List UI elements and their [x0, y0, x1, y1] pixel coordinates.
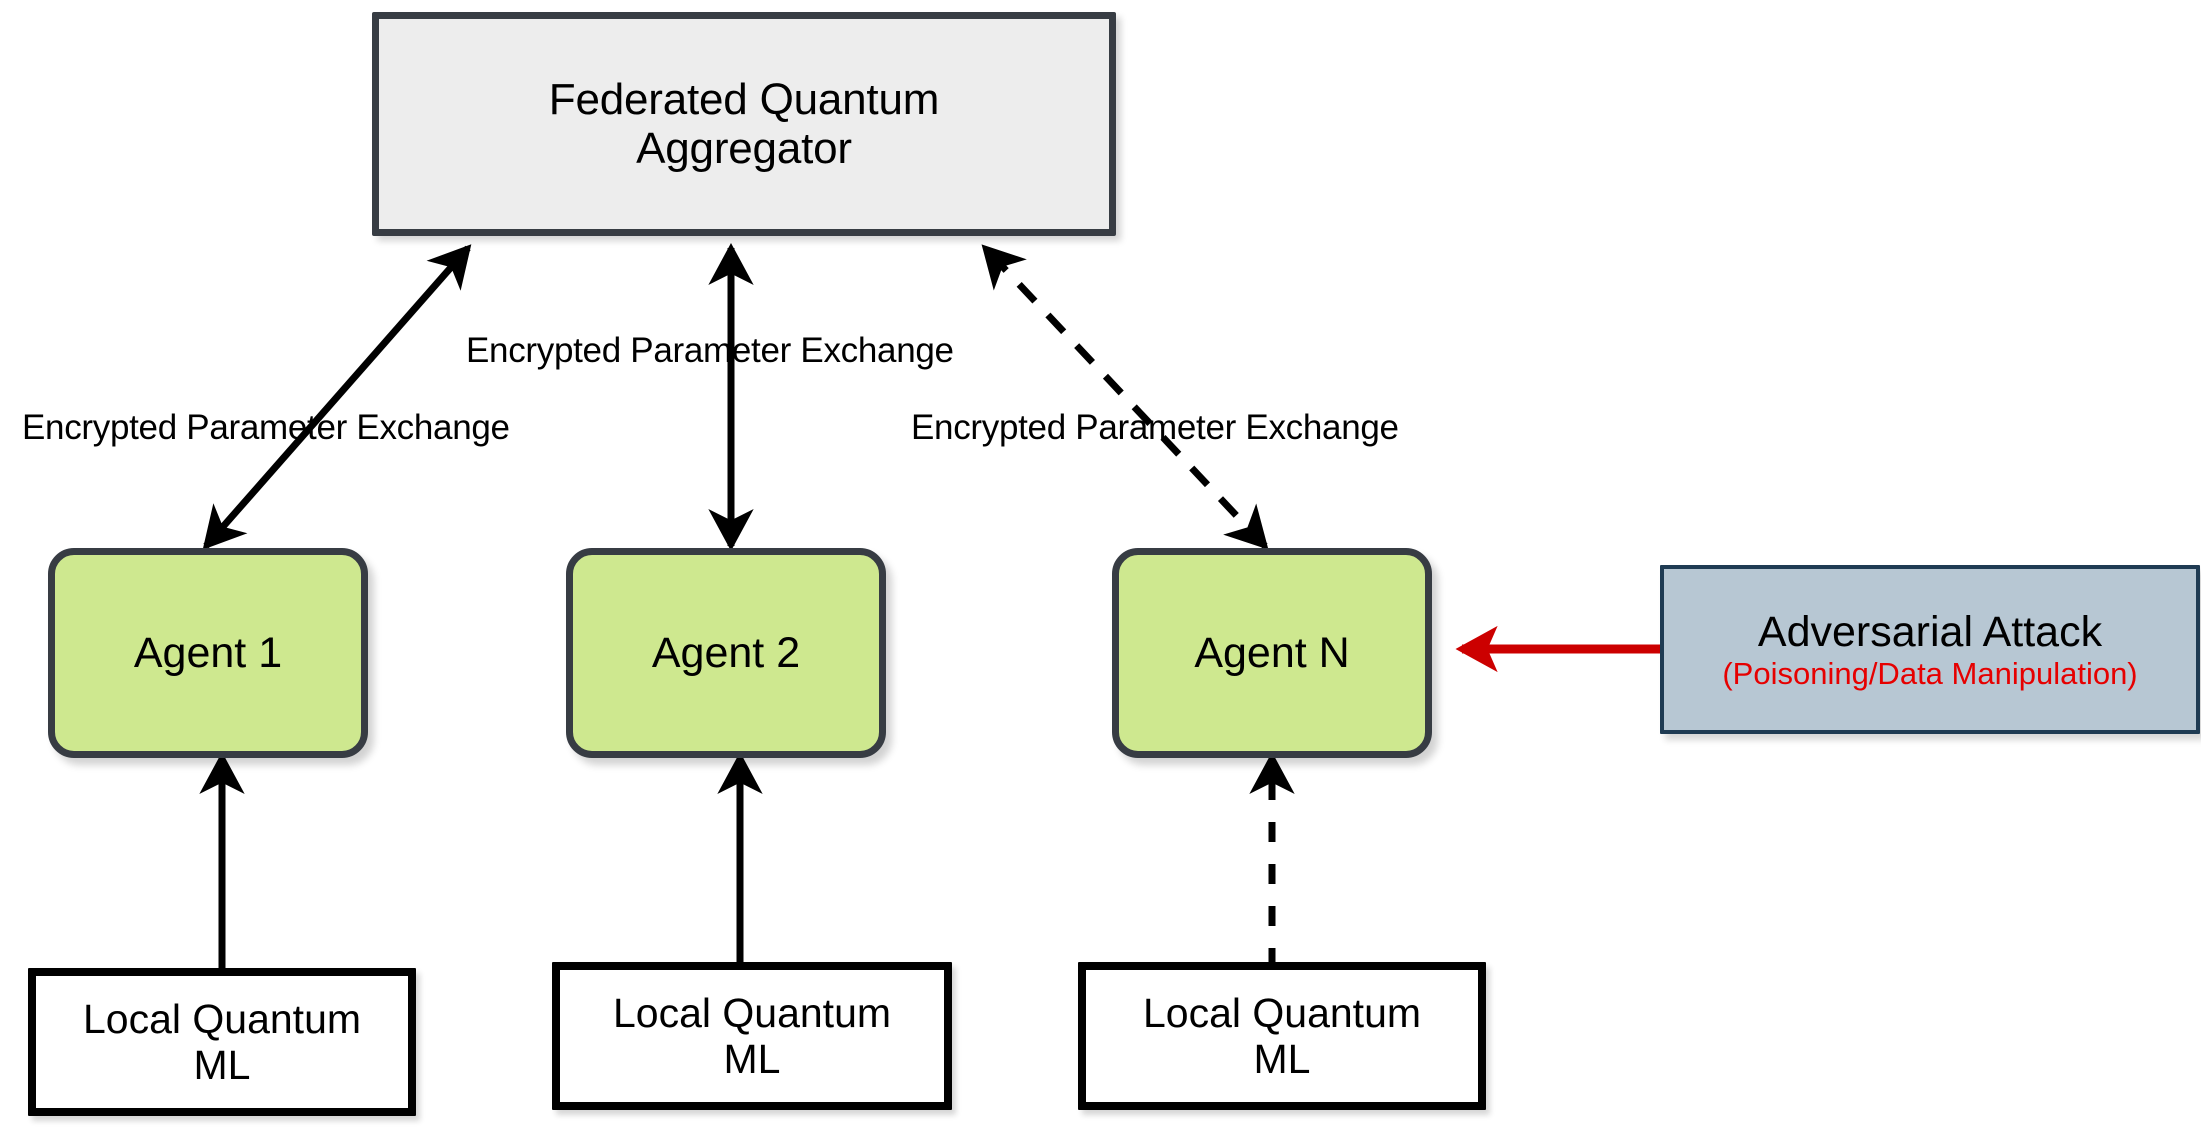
- edge-label-agentn: Encrypted Parameter Exchange: [911, 408, 1399, 447]
- qml-1-label-line1: Local Quantum: [82, 995, 362, 1042]
- node-agent-n[interactable]: Agent N: [1112, 548, 1432, 758]
- qml-3-label-line1: Local Quantum: [1142, 989, 1422, 1036]
- aggregator-label-line1: Federated Quantum: [548, 74, 940, 124]
- edge-label-agent2: Encrypted Parameter Exchange: [466, 331, 954, 370]
- qml-2-label: Local Quantum ML: [613, 990, 891, 1083]
- qml-1-label: Local Quantum ML: [83, 996, 361, 1089]
- node-agent-2[interactable]: Agent 2: [566, 548, 886, 758]
- node-local-quantum-ml-1[interactable]: Local Quantum ML: [28, 968, 416, 1116]
- agent-n-label: Agent N: [1194, 628, 1350, 677]
- edge-label-agent1: Encrypted Parameter Exchange: [22, 408, 510, 447]
- qml-3-label: Local Quantum ML: [1143, 990, 1421, 1083]
- edge-agentn-aggregator: [981, 244, 1269, 550]
- aggregator-label-line2: Aggregator: [636, 124, 852, 173]
- attack-title: Adversarial Attack: [1757, 607, 2103, 656]
- attack-subtitle: (Poisoning/Data Manipulation): [1722, 655, 2138, 691]
- agent-1-label: Agent 1: [133, 628, 283, 677]
- node-federated-quantum-aggregator[interactable]: Federated Quantum Aggregator: [372, 12, 1116, 236]
- agent-2-label: Agent 2: [651, 628, 801, 677]
- qml-1-label-line2: ML: [193, 1042, 251, 1088]
- node-agent-1[interactable]: Agent 1: [48, 548, 368, 758]
- node-local-quantum-ml-3[interactable]: Local Quantum ML: [1078, 962, 1486, 1110]
- node-adversarial-attack[interactable]: Adversarial Attack (Poisoning/Data Manip…: [1660, 565, 2200, 734]
- edge-agent1-aggregator: [202, 244, 472, 550]
- node-local-quantum-ml-2[interactable]: Local Quantum ML: [552, 962, 952, 1110]
- qml-3-label-line2: ML: [1253, 1036, 1311, 1082]
- qml-2-label-line2: ML: [723, 1036, 781, 1082]
- qml-2-label-line1: Local Quantum: [612, 989, 892, 1036]
- aggregator-label: Federated Quantum Aggregator: [548, 74, 940, 174]
